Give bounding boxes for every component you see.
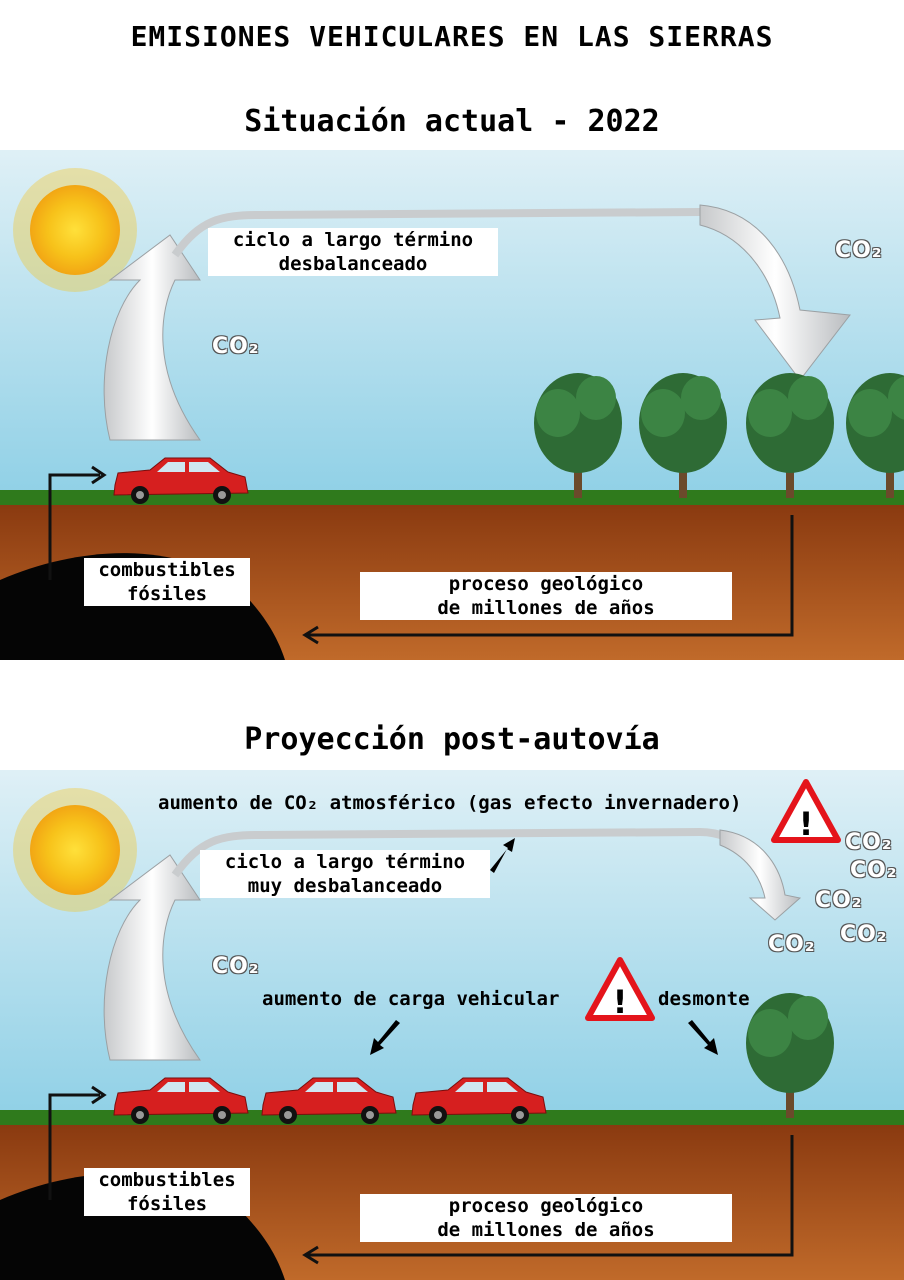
- vehicle-load-label: aumento de carga vehicular: [262, 988, 560, 1010]
- main-title: EMISIONES VEHICULARES EN LAS SIERRAS: [130, 20, 774, 53]
- warning-icon: !: [585, 957, 655, 1021]
- tree-icon: [534, 373, 622, 498]
- tree-icon: [746, 993, 834, 1118]
- clearing-label: desmonte: [658, 988, 750, 1010]
- tree-icon: [846, 373, 904, 498]
- panel-projection: ! ! aumento de CO₂ atmosférico (gas efec…: [0, 770, 904, 1280]
- car-icon: [261, 1077, 397, 1124]
- co2-tag: CO₂: [212, 954, 260, 979]
- atmospheric-co2-label: aumento de CO₂ atmosférico (gas efecto i…: [158, 792, 742, 814]
- car-icon: [113, 1077, 249, 1124]
- panel2-heading: Proyección post-autovía: [244, 722, 660, 757]
- co2-tag: CO₂: [850, 858, 898, 883]
- sun-icon: [13, 168, 137, 292]
- car-icon: [411, 1077, 547, 1124]
- co2-tag: CO₂: [815, 888, 863, 913]
- sun-icon: [13, 788, 137, 912]
- panel1-heading: Situación actual - 2022: [244, 104, 660, 139]
- co2-tag: CO₂: [845, 830, 893, 855]
- co2-tag: CO₂: [835, 238, 883, 263]
- co2-tag: CO₂: [768, 932, 816, 957]
- car-icon: [113, 457, 249, 504]
- warning-icon: !: [771, 779, 841, 843]
- co2-tag: CO₂: [840, 922, 888, 947]
- tree-icon: [746, 373, 834, 498]
- svg-text:!: !: [613, 983, 628, 1021]
- co2-tag: CO₂: [212, 334, 260, 359]
- svg-text:!: !: [799, 805, 814, 843]
- tree-icon: [639, 373, 727, 498]
- pointer-arrows: [370, 838, 718, 1055]
